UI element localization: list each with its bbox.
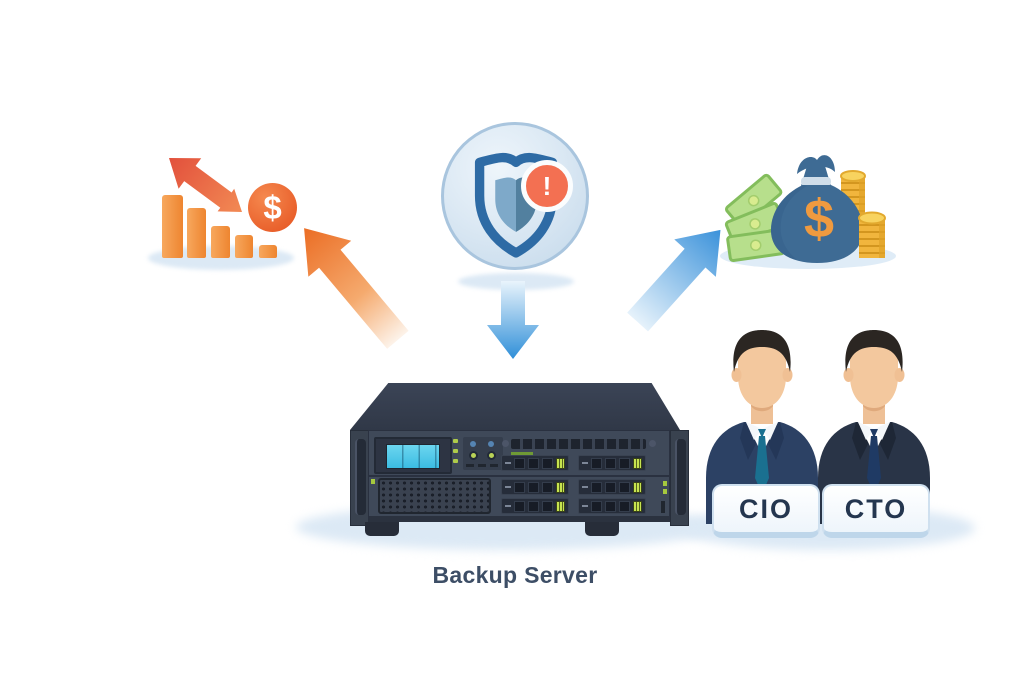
server-rack-ear-left [350,430,369,526]
cto-label-text: CTO [844,493,908,524]
bar-chart-bar [235,235,253,258]
profit-arrow-icon [627,229,721,332]
rack-handle [355,439,366,515]
bay-latch [582,486,588,488]
tie [867,436,881,494]
status-led [453,439,458,443]
lapel [740,422,760,460]
cto-label: CTO [822,484,930,538]
server-foot [585,522,619,536]
ear [782,368,793,382]
server-top-panel [350,383,680,430]
server-foot [365,522,399,536]
lapel [764,422,784,460]
server-rack-ear-right [670,430,689,526]
coin-stacks-icon [858,211,886,258]
panel-divider [369,475,669,477]
ear [843,368,854,382]
face [850,338,898,408]
drive-bay [501,455,569,471]
bay-latch [505,486,511,488]
bar-chart-bar [187,208,206,258]
collar [858,422,874,440]
vent-strip [511,439,646,449]
down-arrow-icon [487,281,539,359]
bay-latch [582,505,588,507]
power-button [487,451,496,460]
activity-led-strip [511,452,533,455]
drive-bay [501,498,569,514]
drive-bay [578,455,646,471]
status-led-column [453,439,458,463]
money-bag-icon [771,155,863,263]
edge-led [371,479,375,484]
bay-latch [505,462,511,464]
neck-shadow [751,400,773,412]
dollar-badge-icon: $ [248,183,297,232]
collar [746,422,762,440]
drive-led [633,500,642,512]
hair [845,330,903,372]
power-button [469,451,478,460]
panel-slot [661,501,665,513]
vent-screw [649,440,656,447]
bay-latch [582,462,588,464]
tie-knot [758,429,766,438]
drive-bay [578,479,646,495]
edge-led [663,481,667,486]
port-icon [470,441,476,447]
ear [894,368,905,382]
panel-slot [466,464,474,467]
bar-chart-bar [211,226,230,258]
status-led [453,459,458,463]
drive-led [556,457,565,469]
dollar-symbol: $ [263,188,282,226]
drive-led [633,457,642,469]
drive-led [633,481,642,493]
bar-chart-bar [259,245,277,258]
cio-label: CIO [712,484,820,538]
tie [755,436,769,494]
panel-slot [478,464,486,467]
dollar-symbol: $ [803,189,835,249]
lapel [852,422,872,460]
server-illustration [340,383,690,538]
server-control-panel [463,437,503,470]
vent-screw [502,440,509,447]
server-caption: Backup Server [432,562,598,588]
alert-badge-icon: ! [521,160,573,212]
drive-bay [501,479,569,495]
panel-slot [490,464,498,467]
drive-led [556,481,565,493]
collar [762,422,778,440]
port-icon [488,441,494,447]
hair [733,330,791,372]
alert-symbol: ! [542,171,552,201]
status-led [453,449,458,453]
money-dollar-symbol: $ [793,192,845,246]
ear [731,368,742,382]
server-lcd-screen [386,444,440,469]
lapel [876,422,896,460]
tie-knot [870,429,878,438]
trend-arrow-icon [169,158,242,212]
money-illustration [720,155,896,269]
drive-led [556,500,565,512]
vent-grille [378,478,491,514]
server-front-panel [368,430,670,522]
bay-latch [505,505,511,507]
edge-led [663,489,667,494]
cio-label-text: CIO [738,493,793,524]
neck-shadow [863,400,885,412]
loss-arrow-icon [304,228,409,349]
banknotes-icon [724,173,786,262]
server-display-module [374,437,452,474]
face [738,338,786,408]
rack-handle [675,439,686,515]
bar-chart-bar [162,195,183,258]
drive-bay [578,498,646,514]
collar [874,422,890,440]
